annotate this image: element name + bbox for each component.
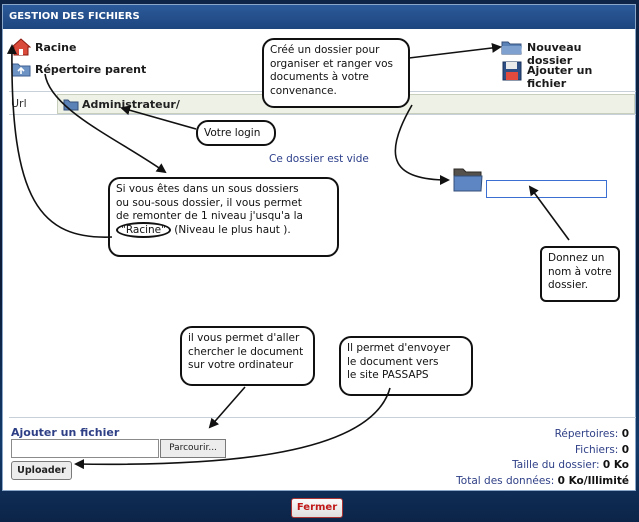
stat-value: 0 Ko/Illimité (557, 474, 629, 487)
file-path-input[interactable] (11, 439, 159, 458)
annotation-create-folder: Créé un dossier pour organiser et ranger… (262, 38, 410, 108)
floppy-disk-icon (502, 61, 522, 84)
stat-label: Fichiers: (575, 443, 619, 456)
folder-up-icon (11, 61, 31, 80)
home-icon (10, 38, 32, 59)
current-path: Administrateur/ (82, 98, 180, 111)
annotation-line: chercher le document (188, 345, 304, 358)
upload-button[interactable]: Uploader (11, 461, 72, 480)
parent-directory-link[interactable]: Répertoire parent (11, 60, 151, 78)
annotation-send: Il permet d'envoyer le document vers le … (339, 336, 473, 396)
stat-label: Répertoires: (554, 428, 619, 440)
annotation-folder-name: Donnez un nom à votre dossier. (540, 246, 620, 302)
stat-directories: Répertoires: 0 (456, 427, 629, 443)
annotation-line: Donnez un (548, 252, 605, 264)
close-button[interactable]: Fermer (291, 498, 343, 518)
annotation-line: organiser et ranger vos (270, 57, 394, 70)
root-link[interactable]: Racine (10, 38, 81, 59)
upload-section-title: Ajouter un fichier (11, 426, 120, 439)
new-folder-label: Nouveau dossier (527, 41, 582, 67)
annotation-line: dossier. (548, 279, 589, 291)
stat-total-data: Total des données: 0 Ko/Illimité (456, 474, 629, 490)
stat-value: 0 Ko (602, 459, 629, 471)
annotation-login: Votre login (196, 120, 276, 146)
folder-icon (453, 166, 483, 195)
annotation-line: Créé un dossier pour (270, 44, 380, 56)
folder-icon (63, 98, 79, 114)
annotation-line: Votre login (204, 127, 261, 139)
annotation-line: Il permet d'envoyer (347, 342, 451, 354)
stat-label: Taille du dossier: (512, 459, 600, 471)
annotation-line: il vous permet d'aller (188, 332, 300, 344)
annotation-browse: il vous permet d'aller chercher le docum… (180, 326, 315, 386)
section-divider (9, 417, 636, 418)
window-title: GESTION DES FICHIERS (3, 5, 635, 29)
add-file-button[interactable]: Ajouter un fichier (501, 60, 631, 90)
annotation-tail: (Niveau le plus haut ). (170, 223, 291, 236)
stat-files: Fichiers: 0 (456, 443, 629, 459)
annotation-line: le site PASSAPS (347, 369, 429, 381)
annotation-line: Si vous êtes dans un sous dossiers (116, 183, 299, 195)
stat-folder-size: Taille du dossier: 0 Ko (456, 458, 629, 474)
browse-button[interactable]: Parcourir... (160, 439, 226, 458)
annotation-line: sur votre ordinateur (188, 359, 294, 371)
stat-value: 0 (621, 428, 629, 440)
annotation-line: nom à votre (548, 265, 612, 278)
empty-folder-message: Ce dossier est vide (269, 153, 369, 165)
annotation-subfolder: Si vous êtes dans un sous dossiers ou so… (108, 177, 339, 257)
annotation-line: documents à votre (270, 71, 369, 83)
parent-directory-label: Répertoire parent (35, 63, 147, 76)
stat-label: Total des données: (456, 474, 555, 487)
folder-icon (501, 39, 523, 58)
folder-stats: Répertoires: 0 Fichiers: 0 Taille du dos… (456, 427, 629, 489)
annotation-line: ou sou-sous dossier, il vous permet (116, 196, 302, 209)
annotation-line: "Racine" (Niveau le plus haut ). (116, 221, 331, 238)
stat-value: 0 (621, 443, 629, 456)
new-folder-button[interactable]: Nouveau dossier (501, 38, 626, 67)
url-label: Url (11, 97, 27, 110)
annotation-racine: "Racine" (116, 221, 171, 238)
add-file-label: Ajouter un fichier (527, 64, 593, 90)
folder-name-input[interactable] (486, 180, 607, 198)
annotation-line: convenance. (270, 84, 337, 97)
annotation-line: le document vers (347, 355, 439, 368)
annotation-line: de remonter de 1 niveau j'usqu'a la (116, 210, 303, 222)
file-manager-window: GESTION DES FICHIERS Racine Répertoire p… (2, 4, 636, 491)
root-link-label: Racine (35, 41, 77, 54)
